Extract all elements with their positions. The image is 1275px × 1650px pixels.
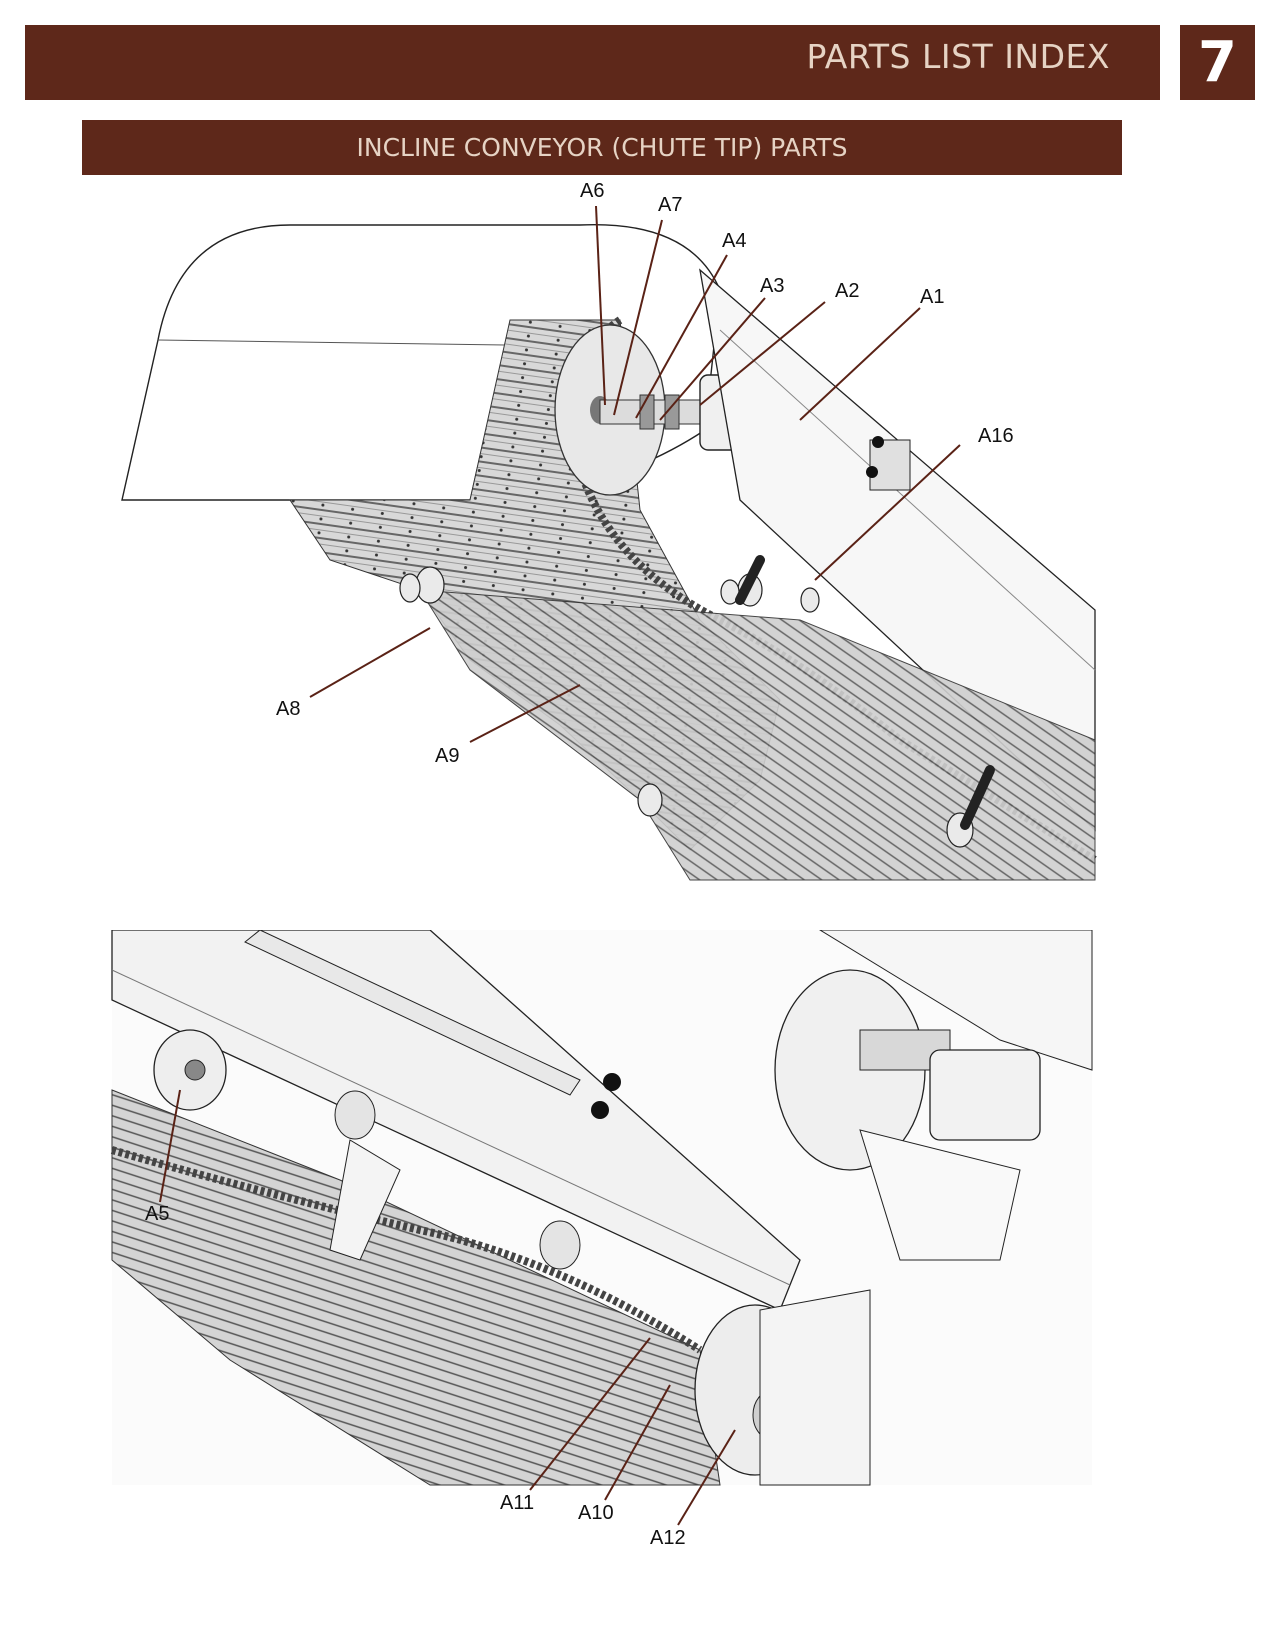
callout-a7: A7 [658,194,683,216]
conveyor-illustration-top [121,205,1098,881]
section-title: INCLINE CONVEYOR (CHUTE TIP) PARTS [356,133,848,162]
callout-a2: A2 [835,280,860,302]
header-bar: PARTS LIST INDEX [25,25,1160,100]
figure-chute-tip-top-view: A6 A7 A4 A3 A2 A1 A16 A8 A9 [0,180,1275,900]
callout-a9: A9 [435,745,460,767]
callout-a16: A16 [978,425,1014,447]
callout-a10: A10 [578,1502,614,1524]
callout-a11: A11 [500,1492,535,1514]
section-heading-bar: INCLINE CONVEYOR (CHUTE TIP) PARTS [82,120,1122,175]
leader-lines-bottom [159,1089,736,1526]
figure-chute-tip-detail-view: A5 A11 A10 A12 [0,930,1275,1570]
page-title: PARTS LIST INDEX [806,37,1110,76]
callout-a3: A3 [760,275,785,297]
leader-lines [309,205,961,743]
callout-a8: A8 [276,698,301,720]
callout-a4: A4 [722,230,747,252]
callout-a6: A6 [580,180,605,202]
callout-a12: A12 [650,1527,686,1549]
page-number: 7 [1198,30,1237,95]
page-number-box: 7 [1180,25,1255,100]
conveyor-illustration-bottom [110,930,1093,1526]
callout-a1: A1 [920,286,945,308]
callout-a5: A5 [145,1203,170,1225]
